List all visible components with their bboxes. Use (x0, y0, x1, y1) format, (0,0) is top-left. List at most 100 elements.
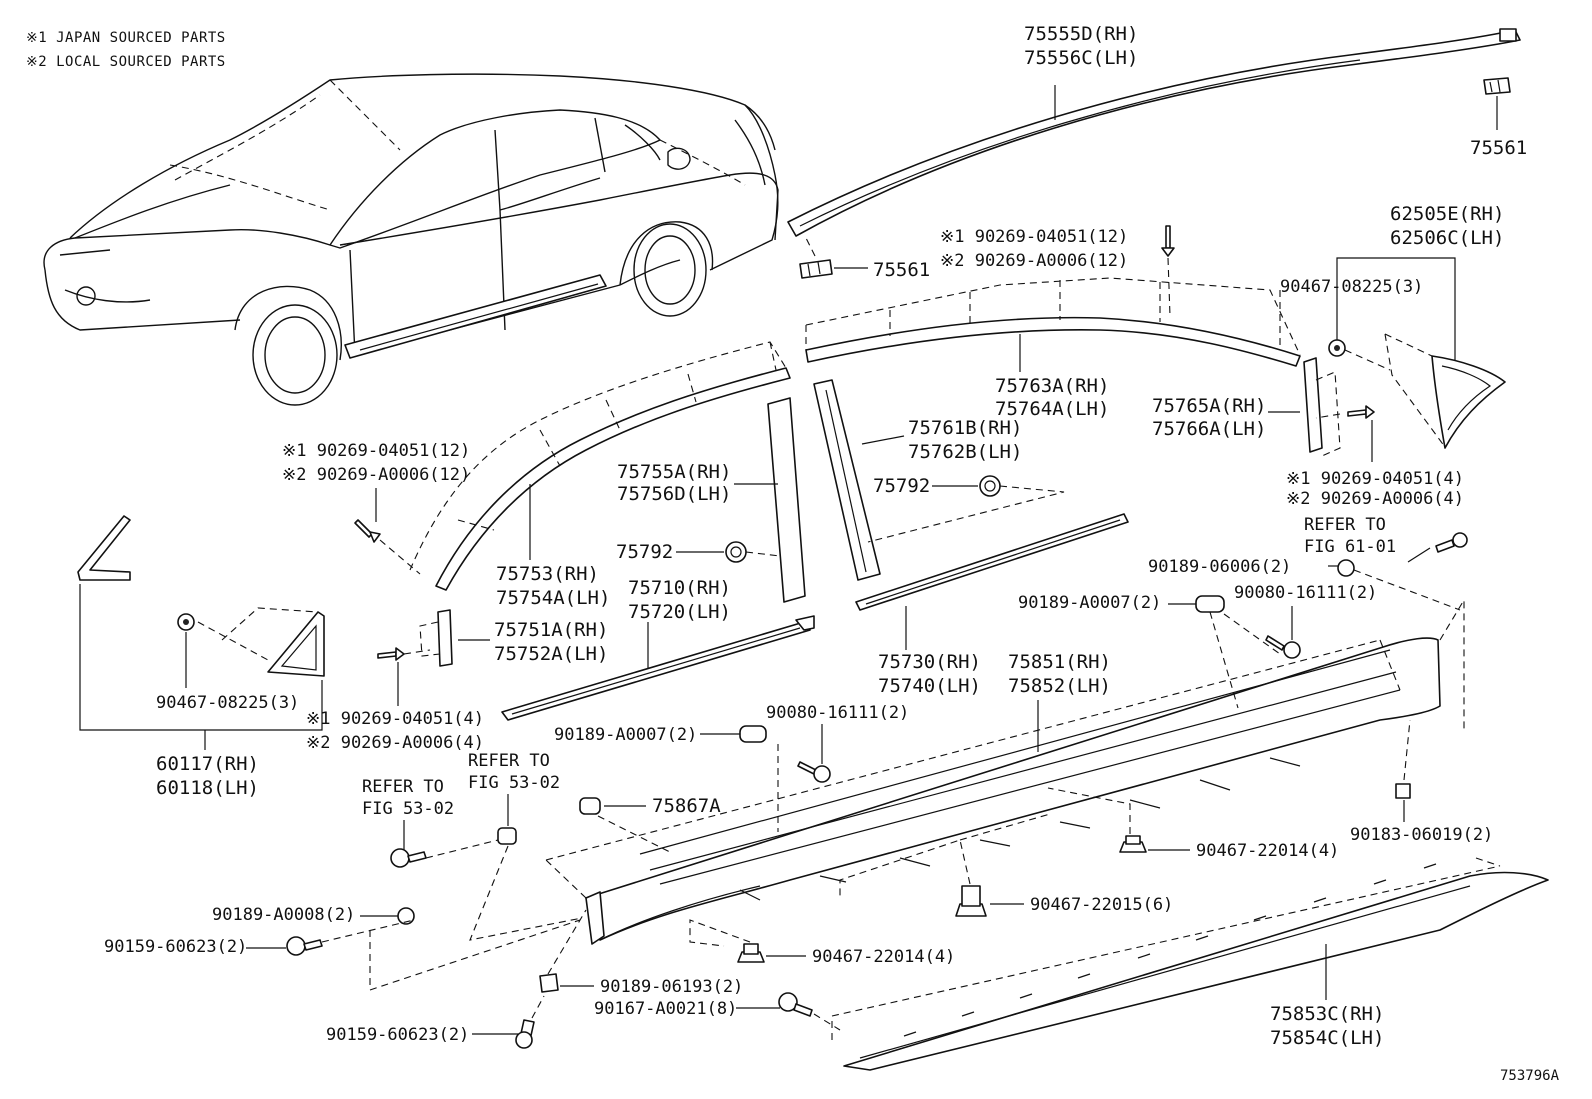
clip-90189-a0008-icon (397, 907, 415, 925)
label-75561-left: 75561 (873, 259, 930, 281)
label-90159-b: 90159-60623(2) (326, 1025, 469, 1045)
label-90269-left-2: ※2 90269-A0006(12) (282, 465, 470, 485)
label-90159-a: 90159-60623(2) (104, 937, 247, 957)
figure-id: 753796A (1500, 1068, 1560, 1084)
rocker-panel-molding (585, 637, 1441, 945)
front-pillar-garnish (437, 609, 453, 667)
label-75740: 75740(LH) (878, 675, 981, 697)
front-door-frame-molding (435, 367, 791, 591)
label-75710: 75710(RH) (628, 577, 731, 599)
clip-90189-06193-icon (539, 973, 559, 993)
label-75756: 75756D(LH) (617, 483, 731, 505)
label-90080-left: 90080-16111(2) (766, 703, 909, 723)
bolt-refer-53-a-icon (390, 848, 427, 868)
label-75764: 75764A(LH) (995, 398, 1109, 420)
label-75853: 75853C(RH) (1270, 1003, 1384, 1025)
roof-drip-molding (787, 28, 1521, 237)
label-75854: 75854C(LH) (1270, 1027, 1384, 1049)
label-90467-08225-right: 90467-08225(3) (1280, 277, 1423, 297)
label-75561-right: 75561 (1470, 137, 1527, 159)
label-75755: 75755A(RH) (617, 461, 731, 483)
label-75763: 75763A(RH) (995, 375, 1109, 397)
label-90189-a0007-right: 90189-A0007(2) (1018, 593, 1161, 613)
label-75762: 75762B(LH) (908, 441, 1022, 463)
label-90189-a0007-left: 90189-A0007(2) (554, 725, 697, 745)
bolt-90167-a0021-icon (778, 992, 813, 1017)
refer-fig-53-02-b-line1: REFER TO (468, 751, 550, 771)
refer-fig-61-01-line1: REFER TO (1304, 515, 1386, 535)
note-japan-sourced: ※1 JAPAN SOURCED PARTS (26, 30, 226, 46)
refer-fig-53-02-a-line1: REFER TO (362, 777, 444, 797)
clip-90189-a0007-left-icon (739, 725, 767, 743)
clip-90189-a0007-right-icon (1195, 595, 1225, 613)
label-75792-left: 75792 (616, 541, 673, 563)
label-75766: 75766A(LH) (1152, 418, 1266, 440)
rear-belt-molding (855, 513, 1129, 611)
label-90467-22014-bottom: 90467-22014(4) (812, 947, 955, 967)
bolt-90159-b-icon (515, 1019, 535, 1049)
label-75730: 75730(RH) (878, 651, 981, 673)
label-90467-08225-left: 90467-08225(3) (156, 693, 299, 713)
label-90189-06193: 90189-06193(2) (600, 977, 743, 997)
clip-90183-06019-icon (1395, 783, 1411, 799)
label-75867a: 75867A (652, 795, 721, 817)
refer-fig-61-01-line2: FIG 61-01 (1304, 537, 1396, 557)
bolt-90159-a-icon (286, 936, 323, 956)
upper-frame-molding (805, 316, 1301, 367)
vehicle-outline (43, 73, 779, 406)
quarter-window-glass (1431, 355, 1506, 449)
label-90167-a0021: 90167-A0021(8) (594, 999, 737, 1019)
screw-90269-top-icon (1161, 225, 1175, 257)
label-90080-right: 90080-16111(2) (1234, 583, 1377, 603)
label-75761: 75761B(RH) (908, 417, 1022, 439)
clip-90467-08225-left-icon (177, 613, 195, 631)
b-pillar-garnish-front (767, 397, 806, 603)
label-90189-06006: 90189-06006(2) (1148, 557, 1291, 577)
screw-90269-mid-icon (377, 647, 405, 661)
screw-90080-left-icon (797, 761, 831, 783)
screw-90269-left-icon (354, 519, 381, 543)
clip-75792-right-icon (979, 475, 1001, 497)
refer-fig-53-02-a-line2: FIG 53-02 (362, 799, 454, 819)
label-90269-right-2: ※2 90269-A0006(4) (1286, 489, 1464, 509)
clip-refer-53-b-icon (497, 827, 517, 845)
clip-90467-22015-icon (955, 885, 987, 917)
label-75852: 75852(LH) (1008, 675, 1111, 697)
front-triangle-garnish (77, 515, 131, 581)
label-75792-right: 75792 (873, 475, 930, 497)
clip-75561-left-icon (799, 259, 833, 279)
label-75753: 75753(RH) (496, 563, 599, 585)
label-90189-a0008: 90189-A0008(2) (212, 905, 355, 925)
label-90467-22014-right: 90467-22014(4) (1196, 841, 1339, 861)
screw-90269-right-icon (1347, 405, 1375, 419)
rocker-lower-molding (843, 863, 1549, 1071)
clip-90467-08225-right-icon (1328, 339, 1346, 357)
label-60117: 60117(RH) (156, 753, 259, 775)
clip-75792-left-icon (725, 541, 747, 563)
label-75765: 75765A(RH) (1152, 395, 1266, 417)
clip-75867a-icon (579, 797, 601, 815)
clip-90467-22014-bottom-icon (737, 943, 765, 963)
label-75751: 75751A(RH) (494, 619, 608, 641)
bolt-refer-61-icon (1435, 532, 1468, 553)
note-local-sourced: ※2 LOCAL SOURCED PARTS (26, 54, 226, 70)
screw-90080-right-icon (1265, 635, 1301, 659)
label-62506: 62506C(LH) (1390, 227, 1504, 249)
front-belt-molding (501, 615, 815, 721)
label-60118: 60118(LH) (156, 777, 259, 799)
label-90183-06019: 90183-06019(2) (1350, 825, 1493, 845)
label-75851: 75851(RH) (1008, 651, 1111, 673)
mirror-corner-garnish (267, 611, 325, 677)
clip-75561-icon (1483, 77, 1511, 95)
refer-fig-53-02-b-line2: FIG 53-02 (468, 773, 560, 793)
label-90467-22015: 90467-22015(6) (1030, 895, 1173, 915)
label-75752: 75752A(LH) (494, 643, 608, 665)
clip-90189-06006-icon (1337, 559, 1355, 577)
label-75555: 75555D(RH) (1024, 23, 1138, 45)
label-90269-top-1: ※1 90269-04051(12) (940, 227, 1128, 247)
clip-90467-22014-right-icon (1119, 835, 1147, 853)
label-62505: 62505E(RH) (1390, 203, 1504, 225)
label-90269-right-1: ※1 90269-04051(4) (1286, 469, 1464, 489)
label-90269-top-2: ※2 90269-A0006(12) (940, 251, 1128, 271)
label-90269-mid-2: ※2 90269-A0006(4) (306, 733, 484, 753)
